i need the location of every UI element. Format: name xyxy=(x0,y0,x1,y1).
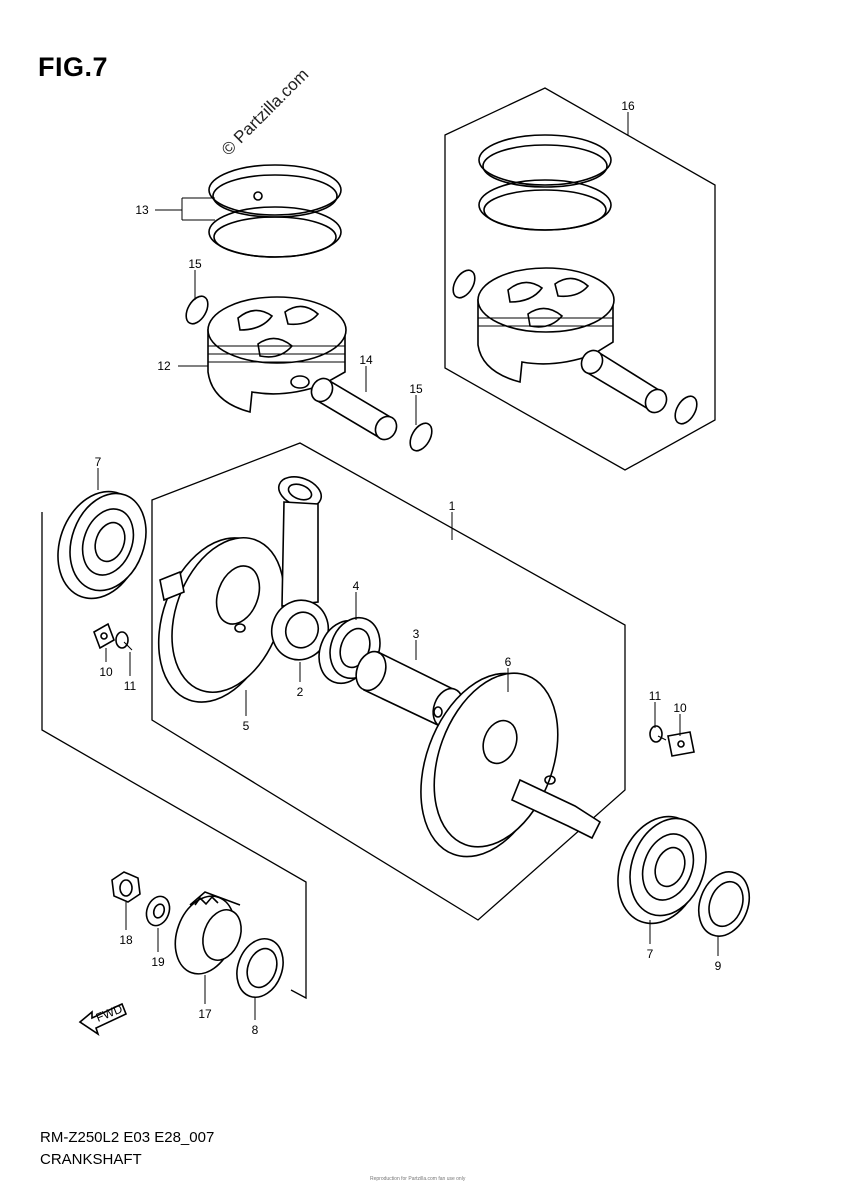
piston-rings[interactable] xyxy=(208,164,342,258)
callout-15-left[interactable]: 15 xyxy=(188,257,202,271)
footnote: Reproduction for Partzilla.com fan use o… xyxy=(370,1176,466,1182)
washer[interactable] xyxy=(143,893,174,929)
callout-4[interactable]: 4 xyxy=(353,579,360,593)
lock-plate-right[interactable] xyxy=(667,731,695,757)
model-code: RM-Z250L2 E03 E28_007 xyxy=(40,1129,215,1146)
callout-17[interactable]: 17 xyxy=(198,1007,212,1021)
lower-group-frame xyxy=(41,512,307,1000)
leader-lines xyxy=(97,112,719,1020)
figure-title: FIG.7 xyxy=(38,52,109,82)
crank-wheel-right[interactable] xyxy=(397,655,602,875)
crank-wheel-left[interactable] xyxy=(137,521,304,718)
callout-10-right[interactable]: 10 xyxy=(673,701,687,715)
callout-19[interactable]: 19 xyxy=(151,955,165,969)
piston-kit[interactable] xyxy=(449,134,702,427)
callout-9[interactable]: 9 xyxy=(715,959,722,973)
callout-11-left[interactable]: 11 xyxy=(124,679,137,693)
callout-1[interactable]: 1 xyxy=(449,499,456,513)
callout-6[interactable]: 6 xyxy=(505,655,512,669)
nut[interactable] xyxy=(111,871,141,903)
circlip-left[interactable] xyxy=(182,293,213,328)
callout-7-right[interactable]: 7 xyxy=(647,947,654,961)
screw-left[interactable] xyxy=(115,631,133,651)
callout-5[interactable]: 5 xyxy=(243,719,250,733)
diagram-caption: CRANKSHAFT xyxy=(40,1151,142,1168)
callout-10-left[interactable]: 10 xyxy=(99,665,113,679)
bearing-right[interactable] xyxy=(604,805,719,936)
callout-13[interactable]: 13 xyxy=(135,203,149,217)
callout-18[interactable]: 18 xyxy=(119,933,133,947)
lock-plate-left[interactable] xyxy=(93,622,115,650)
primary-drive-gear[interactable] xyxy=(165,888,248,982)
piston[interactable] xyxy=(207,296,347,414)
callout-15-right[interactable]: 15 xyxy=(409,382,423,396)
callout-16[interactable]: 16 xyxy=(621,99,635,113)
callout-7-left[interactable]: 7 xyxy=(95,455,102,469)
oil-seal-right[interactable] xyxy=(690,865,758,943)
oil-seal-left[interactable] xyxy=(229,932,291,1003)
piston-kit-frame xyxy=(444,87,716,471)
forward-direction-arrow: FWD xyxy=(78,1001,128,1036)
connecting-rod[interactable] xyxy=(263,471,336,667)
circlip-right[interactable] xyxy=(406,420,437,455)
callout-3[interactable]: 3 xyxy=(413,627,420,641)
bearing-left[interactable] xyxy=(44,480,159,611)
callout-14[interactable]: 14 xyxy=(359,353,373,367)
screw-right[interactable] xyxy=(649,725,667,743)
callout-12[interactable]: 12 xyxy=(157,359,171,373)
crankshaft-assembly-frame xyxy=(151,442,626,921)
callout-2[interactable]: 2 xyxy=(297,685,304,699)
callout-11-right[interactable]: 11 xyxy=(649,689,662,703)
piston-pin[interactable] xyxy=(307,375,400,444)
callout-8[interactable]: 8 xyxy=(252,1023,259,1037)
